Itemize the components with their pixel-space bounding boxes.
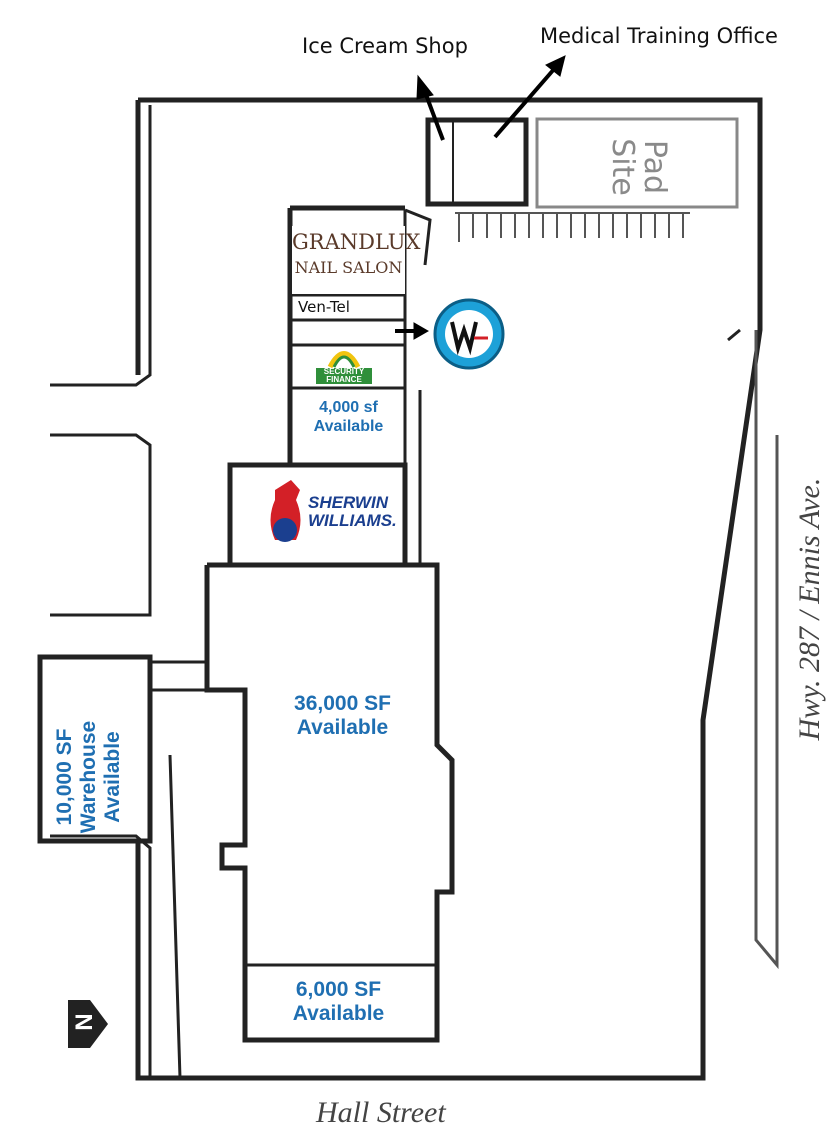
suite-4000-status: Available	[313, 418, 384, 435]
ice-cream-shop-label: Ice Cream Shop	[302, 34, 468, 58]
sherwin-line: SHERWIN	[308, 493, 388, 512]
suite-6000-available[interactable]: 6,000 SF Available	[266, 978, 411, 1026]
arrows	[395, 55, 566, 340]
suite-36000-size: 36,000 SF	[294, 692, 391, 715]
security-finance-logo	[327, 351, 361, 369]
warehouse-status: Available	[101, 731, 124, 823]
suite-36000	[204, 562, 455, 1043]
medical-arrow	[493, 66, 557, 139]
williams-line: WILLIAMS.	[308, 511, 397, 530]
ice-cream-medical-building	[425, 117, 529, 207]
property-boundary-inner	[50, 105, 152, 387]
security-finance-text[interactable]: SECURITY FINANCE	[316, 368, 372, 386]
suite-36000-available[interactable]: 36,000 SF Available	[270, 692, 415, 740]
warehouse-10000	[37, 654, 153, 844]
security-finance-line2: FINANCE	[316, 376, 372, 384]
sherwin-williams-logo	[270, 480, 301, 542]
ice-cream-arrow	[423, 91, 445, 141]
property-boundary	[135, 97, 763, 1081]
nail-salon-subtitle: NAIL SALON	[294, 258, 403, 277]
suite-4000-size: 4,000 sf	[319, 399, 378, 416]
ven-tel-label[interactable]: Ven-Tel	[298, 298, 402, 318]
warehouse-size: 10,000 SF	[53, 728, 76, 826]
wise-bjj-logo	[433, 298, 505, 370]
suite-4000-available[interactable]: 4,000 sf Available	[292, 398, 405, 436]
pad-site-line1: Pad	[637, 139, 672, 195]
north-marker-letter: N	[69, 1013, 97, 1031]
warehouse-type: Warehouse	[77, 720, 100, 834]
security-finance-line1: SECURITY	[316, 368, 372, 376]
north-marker	[68, 1000, 108, 1048]
grandlux-nail-salon-logo[interactable]: GRANDLUX NAIL SALON	[292, 226, 421, 294]
sherwin-williams-wordmark[interactable]: SHERWIN WILLIAMS.	[308, 494, 397, 530]
suite-36000-status: Available	[296, 716, 389, 739]
drive-lower	[50, 834, 152, 1078]
ven-tel-text: Ven-Tel	[298, 298, 350, 316]
suite-6000-status: Available	[292, 1002, 385, 1025]
pad-site-line2: Site	[605, 138, 640, 196]
medical-training-office-label: Medical Training Office	[540, 24, 778, 48]
pad-site	[535, 117, 739, 209]
hall-street-label: Hall Street	[316, 1096, 446, 1129]
pad-site-label: Pad Site	[600, 112, 672, 222]
highway-median	[754, 330, 779, 970]
parking-ticks	[458, 213, 684, 242]
grandlux-title: GRANDLUX	[292, 230, 421, 254]
highway-287-label: Hwy. 287 / Ennis Ave.	[793, 477, 826, 741]
drive-upper	[50, 433, 152, 617]
suite-6000-size: 6,000 SF	[295, 978, 382, 1001]
warehouse-available[interactable]: 10,000 SF Warehouse Available	[53, 685, 137, 869]
